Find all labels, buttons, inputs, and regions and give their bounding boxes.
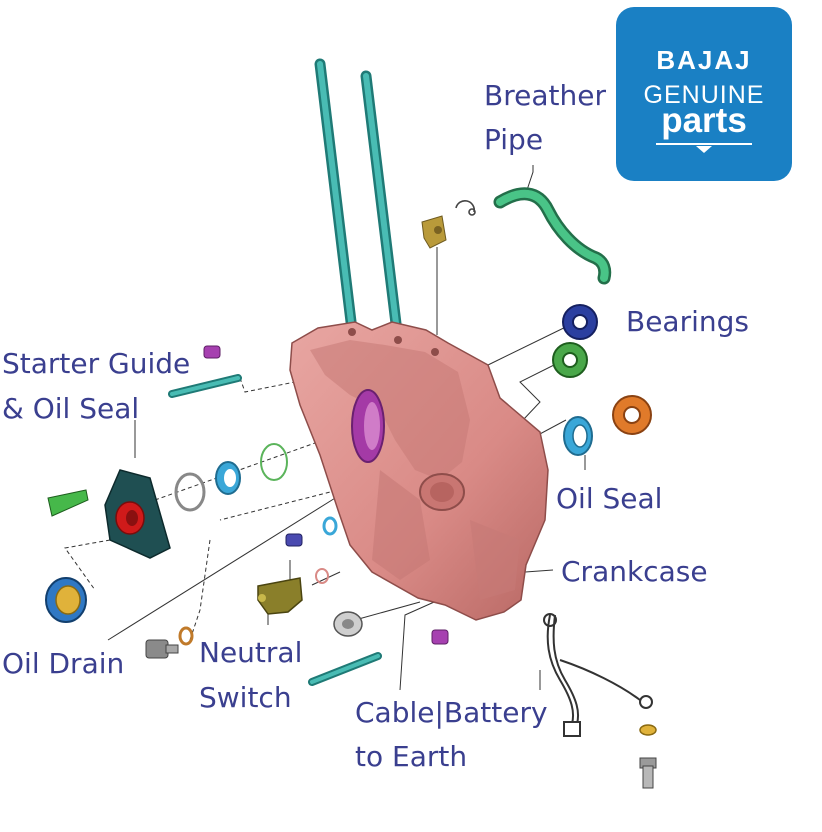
starter-pin — [47, 489, 89, 517]
earth-washer — [639, 724, 657, 736]
label-starter-line1: Starter Guide — [2, 347, 191, 380]
earth-bolt — [639, 757, 657, 789]
crankcase-part — [289, 321, 549, 621]
label-breather-line1: Breather — [484, 79, 606, 112]
label-neutral-line2: Switch — [199, 681, 292, 714]
logo-line3: parts — [661, 101, 747, 140]
bearing-orange — [612, 395, 652, 435]
label-starter-line2: & Oil Seal — [2, 392, 140, 425]
earth-cable — [543, 613, 653, 737]
neutral-switch — [257, 577, 303, 615]
label-oil-drain: Oil Drain — [2, 647, 125, 680]
starter-guide — [104, 469, 171, 559]
logo-underline — [656, 143, 752, 145]
label-cable-line2: to Earth — [355, 740, 468, 773]
label-bearings: Bearings — [626, 305, 749, 338]
pushrod-right — [360, 70, 404, 346]
label-oil-seal: Oil Seal — [556, 482, 663, 515]
logo-line2: GENUINE — [643, 81, 765, 109]
pushrod-left — [314, 58, 358, 336]
plug-grey — [333, 611, 363, 637]
label-cable-line1: Cable|Battery — [355, 696, 548, 729]
dowel-purple — [431, 629, 449, 645]
oil-seal-right — [563, 416, 593, 456]
oring-grey — [174, 472, 206, 512]
starter-stopper — [203, 345, 221, 359]
bearing-green — [552, 342, 588, 378]
bajaj-genuine-parts-logo: BAJAJ GENUINE parts — [616, 7, 792, 181]
oring-green — [260, 443, 288, 481]
label-neutral-line1: Neutral — [199, 636, 303, 669]
label-crankcase: Crankcase — [561, 555, 708, 588]
needle-bearing — [45, 577, 87, 623]
breather-pipe — [493, 187, 612, 285]
breather-fitting — [421, 215, 447, 249]
label-breather-line2: Pipe — [484, 123, 544, 156]
small-bolt-blue — [285, 533, 303, 547]
bearing-blue — [562, 304, 598, 340]
starter-bolt — [168, 374, 242, 398]
drain-washer — [178, 626, 194, 646]
logo-triangle-icon — [696, 146, 712, 153]
washer-blue — [322, 516, 338, 536]
washer-pink — [315, 568, 329, 584]
long-bolt — [308, 652, 382, 686]
logo-brand: BAJAJ — [656, 45, 752, 75]
drain-bolt — [145, 639, 179, 659]
oil-seal-left — [215, 461, 241, 495]
circlip — [455, 199, 476, 216]
